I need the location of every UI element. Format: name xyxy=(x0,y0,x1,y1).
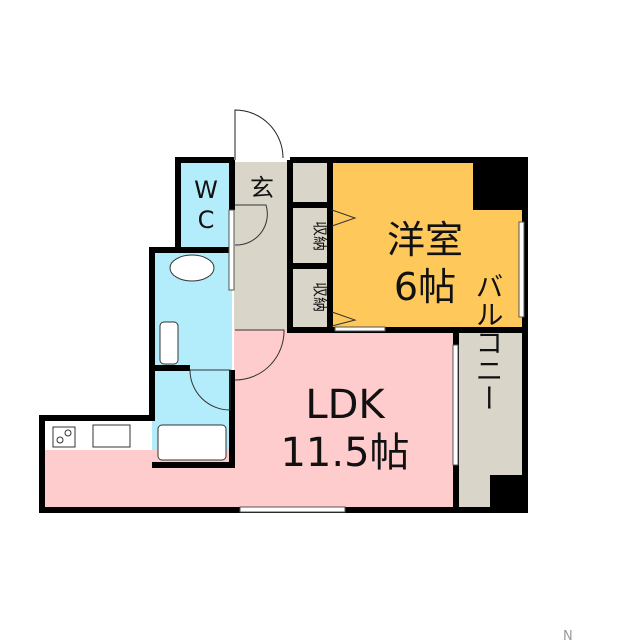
toilet xyxy=(159,321,179,365)
storage-top xyxy=(290,162,328,204)
fixtures xyxy=(52,254,227,461)
storage-2 xyxy=(290,268,328,328)
wc-label-w: W xyxy=(194,176,218,204)
stove xyxy=(52,426,76,448)
windows xyxy=(228,209,525,513)
wc-room xyxy=(178,160,234,250)
door-swings xyxy=(189,204,357,411)
entrance-door xyxy=(234,109,284,160)
western-room-size: 6帖 xyxy=(394,265,456,309)
column-bottom-right xyxy=(490,475,525,512)
balcony-label: バルコニー xyxy=(472,272,505,412)
sink xyxy=(92,424,131,448)
ldk-name: LDK xyxy=(305,382,386,428)
washbasin xyxy=(169,254,215,282)
entrance-area xyxy=(234,162,290,330)
wc-label-c: C xyxy=(198,206,215,234)
storage-1 xyxy=(290,208,328,264)
western-room-name: 洋室 xyxy=(387,218,463,262)
storage-label-1: 収納 xyxy=(311,221,329,251)
storage-label-2: 収納 xyxy=(311,282,329,312)
ldk-size: 11.5帖 xyxy=(280,430,409,476)
column-top-right xyxy=(473,158,525,210)
compass-label: N xyxy=(563,629,573,640)
ldk-room xyxy=(234,330,456,510)
entrance-label: 玄 xyxy=(250,174,274,202)
bathtub xyxy=(157,424,227,461)
